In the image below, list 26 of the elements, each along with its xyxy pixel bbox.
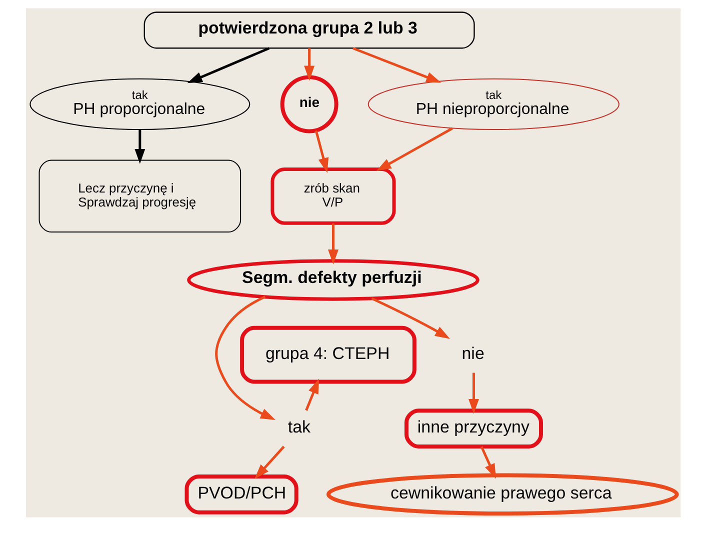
node-box: inne przyczyny <box>404 408 542 448</box>
node-circle: nie <box>280 75 338 134</box>
arrow <box>186 47 270 84</box>
arrow <box>304 48 314 81</box>
arrow <box>327 224 338 264</box>
arrow <box>352 47 441 83</box>
arrow <box>376 127 452 172</box>
node-text: nie <box>461 344 484 363</box>
node-ellipse: cewnikowanie prawego serca <box>326 473 678 516</box>
arrow <box>134 130 145 164</box>
node-box: PVOD/PCH <box>184 474 298 514</box>
arrow <box>480 446 496 479</box>
node-box: zrób skan V/P <box>270 168 396 225</box>
node-ellipse: tak PH proporcjonalne <box>29 78 250 130</box>
arrow <box>304 378 319 411</box>
node-box: grupa 4: CTEPH <box>240 326 416 384</box>
node-text: tak <box>287 418 310 437</box>
arrow <box>468 372 478 414</box>
arrow <box>214 296 276 420</box>
node-ellipse: Segm. defekty perfuzji <box>186 259 479 301</box>
arrow <box>370 297 450 339</box>
node-box: Lecz przyczynę i Sprawdzaj progresję <box>38 160 241 233</box>
arrow <box>254 446 284 480</box>
node-ellipse: tak PH nieproporcjonalne <box>367 78 619 130</box>
arrow <box>314 130 328 173</box>
node-box: potwierdzona grupa 2 lub 3 <box>143 12 474 49</box>
